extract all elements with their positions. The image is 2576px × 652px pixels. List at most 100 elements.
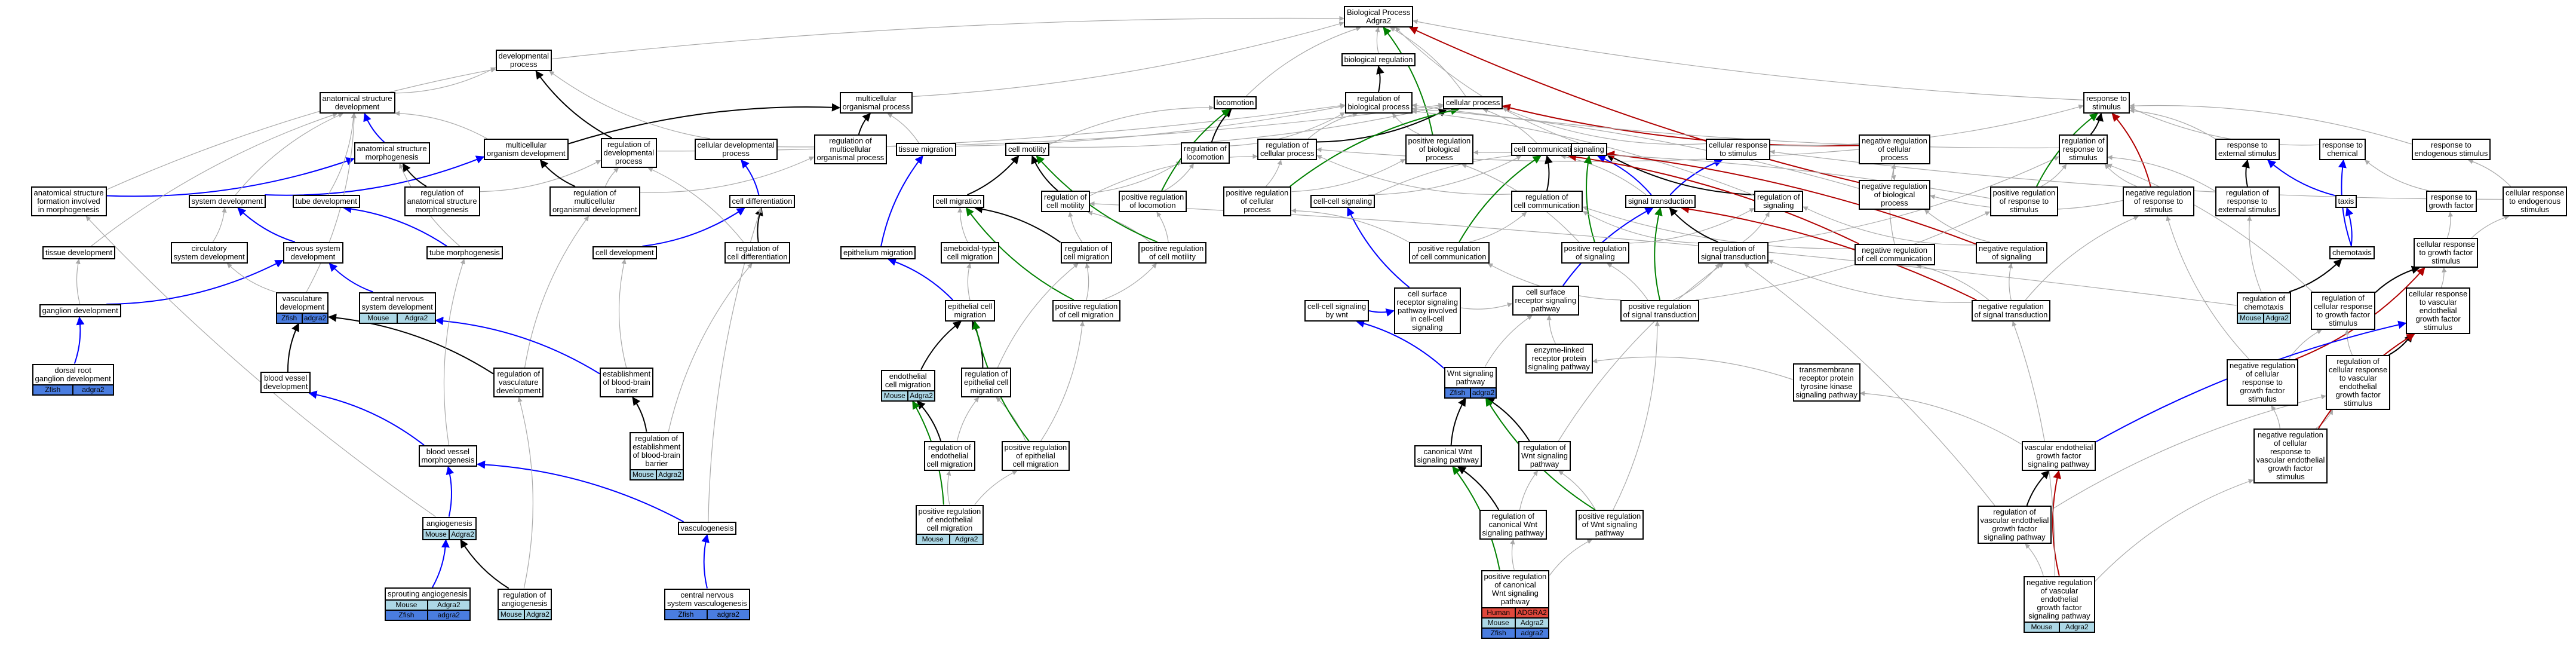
go-term-multidev: multicellular organism development bbox=[484, 139, 569, 160]
go-term-label: canonical Wnt signaling pathway bbox=[1417, 447, 1479, 464]
go-term-respendo: response to endogenous stimulus bbox=[2411, 139, 2491, 160]
go-term-posregcellproc: positive regulation of cellular process bbox=[1223, 186, 1292, 216]
edge-green-posregcellproc-to-cellproc bbox=[1289, 106, 1460, 187]
edge-grey-posregcanwnt-to-posregwnt bbox=[1549, 539, 1593, 576]
edge-black-regepicellmig-to-epicellmig bbox=[972, 320, 984, 368]
go-term-regresp: regulation of response to stimulus bbox=[2059, 134, 2108, 164]
edge-red-negregbp-to-bp bbox=[1408, 26, 1859, 183]
go-term-cellresp: cellular response to stimulus bbox=[1706, 139, 1771, 160]
edge-grey-cellsurfwnt-to-cellsurfrec bbox=[1461, 302, 1513, 310]
edge-black-regbp-to-bioreg bbox=[1376, 65, 1384, 93]
edge-black-regcellproc-to-cellproc bbox=[1316, 109, 1448, 143]
go-term-celldevproc: cellular developmental process bbox=[694, 139, 778, 160]
go-term-posregsigtrans: positive regulation of signal transducti… bbox=[1620, 300, 1700, 322]
species-cell: Mouse bbox=[386, 599, 428, 610]
go-term-label: regulation of cellular response to growt… bbox=[2314, 293, 2373, 327]
edge-grey-regloco-to-regbp bbox=[1229, 112, 1346, 146]
edge-grey-posregepicellmig-to-regepicellmig bbox=[996, 397, 1026, 442]
edge-green-posregsig-to-signaling bbox=[1583, 155, 1595, 243]
edge-grey-posregsigtrans-to-posregresp bbox=[1695, 211, 1991, 301]
go-term-posregcanwnt: positive regulation of canonical Wnt sig… bbox=[1481, 570, 1550, 639]
edge-green-posregcellmig-to-cellmig bbox=[966, 207, 1074, 301]
go-term-label: response to stimulus bbox=[2086, 94, 2127, 111]
go-term-label: regulation of chemotaxis bbox=[2242, 293, 2285, 311]
edge-grey-wnt-to-cellsurfrec bbox=[1484, 315, 1533, 367]
go-term-anatmorphinv: anatomical structure formation involved … bbox=[30, 186, 107, 216]
go-term-respgf: response to growth factor bbox=[2425, 191, 2477, 212]
go-term-label: biological regulation bbox=[1344, 55, 1413, 64]
gene-cell: Adgra2 bbox=[397, 312, 435, 323]
edge-grey-posregresp-to-regresp bbox=[2041, 164, 2067, 187]
species-cell: Mouse bbox=[360, 312, 398, 323]
edge-grey-posregcellmig-to-regcellmig bbox=[1085, 263, 1090, 301]
go-term-posregcellmot: positive regulation of cell motility bbox=[1138, 242, 1207, 264]
edge-grey-cellresp-to-cellproc bbox=[1502, 107, 1706, 145]
go-term-label: positive regulation of biological proces… bbox=[1408, 136, 1471, 162]
edge-grey-reganatmorph-to-regdevproc bbox=[480, 160, 601, 192]
go-term-estbbb: establishment of blood-brain barrier bbox=[600, 368, 654, 397]
gene-cell: Adgra2 bbox=[449, 528, 475, 539]
edge-black-regsigtrans-to-sigtrans bbox=[1669, 207, 1718, 243]
go-term-gangliondev: ganglion development bbox=[39, 304, 121, 317]
go-term-regmultidev: regulation of multicellular organismal d… bbox=[549, 186, 640, 216]
go-term-label: regulation of establishment of blood-bra… bbox=[633, 433, 681, 468]
edge-grey-posregcellmot-to-regcellmot bbox=[1087, 210, 1150, 243]
edge-grey-regvascdev-to-regmultidev bbox=[524, 216, 589, 368]
edge-grey-bloodvesmorph-to-tubemorph bbox=[443, 259, 465, 446]
go-term-regloco: regulation of locomotion bbox=[1181, 142, 1230, 164]
go-term-label: cell migration bbox=[935, 197, 982, 206]
edge-black-regsig-to-signaling bbox=[1606, 154, 1755, 195]
go-term-posregresp: positive regulation of response to stimu… bbox=[1989, 186, 2059, 216]
edge-black-regvegfsig-to-vegfsig bbox=[2026, 470, 2050, 506]
go-term-label: negative regulation of signal transducti… bbox=[1974, 302, 2048, 319]
species-cell: Zfish bbox=[33, 384, 73, 394]
go-term-regendocellmig: regulation of endothelial cell migration bbox=[923, 441, 976, 471]
edge-blue-sproutangio-to-angio bbox=[432, 539, 450, 588]
go-term-label: positive regulation of signal transducti… bbox=[1623, 302, 1697, 319]
edge-grey-respstim-to-bp bbox=[1413, 19, 2084, 100]
go-term-regcellrespvegf: regulation of cellular response to vascu… bbox=[2326, 355, 2391, 410]
go-term-label: central nervous system vasculogenesis bbox=[667, 590, 747, 608]
go-term-anatdev: anatomical structure development bbox=[319, 92, 395, 114]
go-term-epimig: epithelium migration bbox=[840, 246, 916, 259]
edge-grey-posregwnt-to-regwnt bbox=[1558, 470, 1596, 510]
edge-blue-sigtrans-to-cellresp bbox=[1669, 158, 1723, 195]
go-term-label: tube development bbox=[295, 197, 357, 206]
go-term-label: regulation of endothelial cell migration bbox=[926, 443, 973, 469]
go-term-label: regulation of signaling bbox=[1757, 192, 1800, 210]
species-cell: Human bbox=[1482, 607, 1515, 618]
go-term-posregepicellmig: positive regulation of epithelial cell m… bbox=[1001, 441, 1070, 471]
edge-black-regrespext-to-respext bbox=[2242, 159, 2250, 187]
species-cell: Zfish bbox=[1482, 627, 1515, 638]
edge-grey-negregsigtrans-to-negregresp bbox=[2025, 216, 2139, 301]
go-term-nervsys: nervous system development bbox=[283, 242, 343, 264]
edge-blue-estbbb-to-cnsdev bbox=[435, 317, 600, 375]
go-term-negregcellproc: negative regulation of cellular process bbox=[1859, 134, 1930, 164]
go-term-negregsigtrans: negative regulation of signal transducti… bbox=[1971, 300, 2051, 322]
edge-red-negregvegfsig-to-vegfsig bbox=[2052, 470, 2062, 576]
go-term-label: system development bbox=[191, 197, 263, 206]
edge-grey-negregvegfsig-to-negregcellrespvegf bbox=[2095, 479, 2254, 582]
edge-grey-estbbb-to-celldev bbox=[618, 259, 627, 368]
go-term-posregcellcomm: positive regulation of cell communicatio… bbox=[1408, 242, 1490, 264]
go-term-label: ganglion development bbox=[42, 306, 118, 315]
go-term-label: cell communication bbox=[1513, 145, 1580, 154]
go-term-label: establishment of blood-brain barrier bbox=[603, 369, 651, 395]
edge-grey-regepicellmig-to-regcellmig bbox=[997, 263, 1079, 368]
go-term-label: anatomical structure morphogenesis bbox=[357, 144, 427, 161]
go-term-label: cellular response to vascular endothelia… bbox=[2409, 289, 2468, 332]
go-term-label: cellular response to endogenous stimulus bbox=[2506, 188, 2565, 214]
edge-grey-posregcellmig-to-posregcellmot bbox=[1102, 263, 1157, 301]
edge-grey-cellcomm-to-cellproc bbox=[1482, 108, 1537, 143]
edge-grey-negregcellrespgf-to-negregresp bbox=[2166, 216, 2250, 360]
gene-cell: Adgra2 bbox=[2058, 621, 2094, 632]
species-cell: Mouse bbox=[916, 533, 950, 544]
go-term-cellsurfwnt: cell surface receptor signaling pathway … bbox=[1393, 287, 1462, 334]
